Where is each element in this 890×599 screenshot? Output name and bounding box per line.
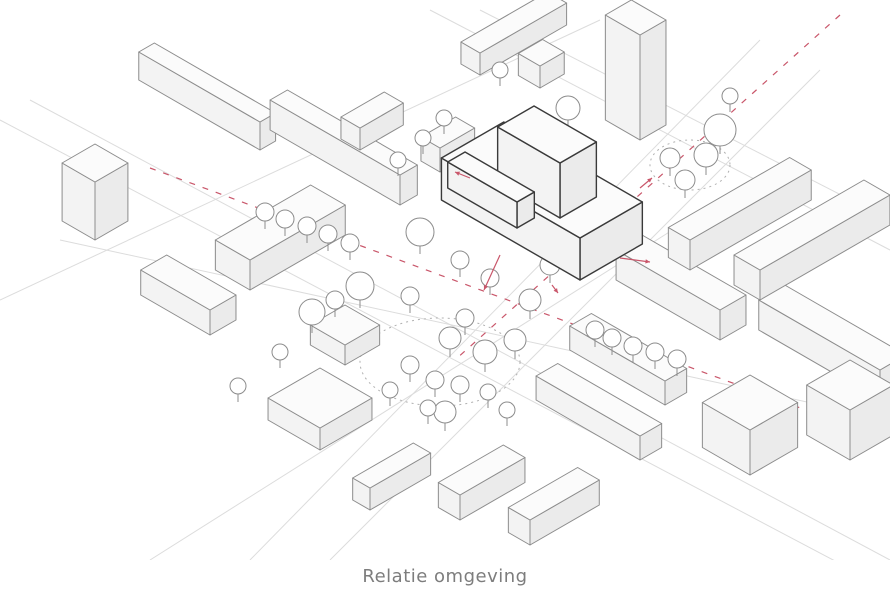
site-axonometric-diagram bbox=[0, 0, 890, 560]
relation-arrow bbox=[552, 285, 558, 293]
building-slab bbox=[139, 43, 276, 150]
tree-crown bbox=[326, 291, 344, 309]
tree bbox=[675, 170, 695, 198]
tree-crown bbox=[390, 152, 406, 168]
tree bbox=[382, 382, 398, 406]
tree bbox=[694, 143, 718, 175]
tree-crown bbox=[401, 287, 419, 305]
building-block bbox=[702, 375, 797, 475]
tree-crown bbox=[519, 289, 541, 311]
building-face-left bbox=[605, 15, 640, 140]
tree-crown bbox=[415, 130, 431, 146]
building-row bbox=[341, 92, 403, 150]
tree-crown bbox=[439, 327, 461, 349]
tree bbox=[401, 356, 419, 382]
tree-crown bbox=[341, 234, 359, 252]
tree bbox=[451, 251, 469, 277]
tree-crown bbox=[675, 170, 695, 190]
tree-crown bbox=[451, 376, 469, 394]
tree bbox=[492, 62, 508, 86]
tree-crown bbox=[346, 272, 374, 300]
tree-crown bbox=[319, 225, 337, 243]
tree-crown bbox=[436, 110, 452, 126]
tree bbox=[401, 287, 419, 313]
tree-crown bbox=[499, 402, 515, 418]
tree-crown bbox=[406, 218, 434, 246]
tree bbox=[480, 384, 496, 408]
tree-crown bbox=[420, 400, 436, 416]
tree bbox=[439, 327, 461, 357]
tree-crown bbox=[704, 114, 736, 146]
tree-crown bbox=[426, 371, 444, 389]
tree-crown bbox=[434, 401, 456, 423]
tree bbox=[473, 340, 497, 372]
tree bbox=[426, 371, 444, 397]
tree bbox=[519, 289, 541, 319]
tree-crown bbox=[624, 337, 642, 355]
tree-crown bbox=[694, 143, 718, 167]
tree-crown bbox=[272, 344, 288, 360]
tree bbox=[230, 378, 246, 402]
diagram-caption: Relatie omgeving bbox=[0, 566, 890, 587]
tree-crown bbox=[480, 384, 496, 400]
building-complex bbox=[268, 368, 372, 450]
tree-crown bbox=[586, 321, 604, 339]
tree-crown bbox=[504, 329, 526, 351]
tree-crown bbox=[603, 329, 621, 347]
building-tower bbox=[605, 0, 666, 140]
relation-arrow bbox=[640, 178, 652, 188]
building-block bbox=[62, 144, 128, 240]
tree-crown bbox=[256, 203, 274, 221]
tree bbox=[660, 148, 680, 176]
tree bbox=[434, 401, 456, 431]
tree-crown bbox=[276, 210, 294, 228]
tree-crown bbox=[298, 217, 316, 235]
tree-crown bbox=[722, 88, 738, 104]
tree-crown bbox=[492, 62, 508, 78]
building-complex bbox=[353, 443, 431, 510]
tree-crown bbox=[230, 378, 246, 394]
tree-crown bbox=[473, 340, 497, 364]
tree bbox=[499, 402, 515, 426]
tree-crown bbox=[382, 382, 398, 398]
tree-crown bbox=[646, 343, 664, 361]
tree bbox=[504, 329, 526, 359]
tree bbox=[420, 400, 436, 424]
tree-crown bbox=[401, 356, 419, 374]
tree bbox=[406, 218, 434, 254]
tree-crown bbox=[299, 299, 325, 325]
tree bbox=[451, 376, 469, 402]
tree-crown bbox=[451, 251, 469, 269]
tree-crown bbox=[556, 96, 580, 120]
building-face-right bbox=[640, 20, 666, 140]
tree-crown bbox=[668, 350, 686, 368]
tree bbox=[272, 344, 288, 368]
tree bbox=[341, 234, 359, 260]
tree-crown bbox=[456, 309, 474, 327]
tree-crown bbox=[660, 148, 680, 168]
